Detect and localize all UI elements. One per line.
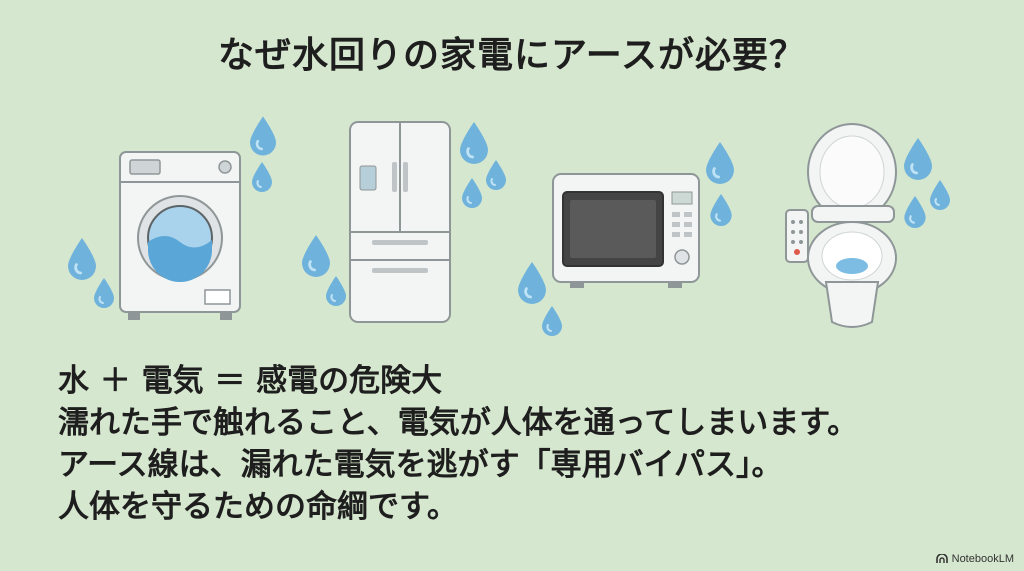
notebooklm-logo-icon <box>935 554 948 563</box>
explanation-line-3: 人体を守るための命綱です。 <box>58 489 458 525</box>
page-title: なぜ水回りの家電にアースが必要？ <box>217 35 807 76</box>
toilet-icon <box>785 123 897 328</box>
explanation-line-1: 濡れた手で触れること、電気が人体を通ってしまいます。 <box>58 405 859 441</box>
watermark-label: NotebookLM <box>951 553 1014 565</box>
refrigerator-icon <box>349 121 451 323</box>
equation-heading: 水 ＋ 電気 ＝ 感電の危険大 <box>58 363 443 399</box>
microwave-icon <box>552 173 700 288</box>
appliance-illustrations <box>68 116 950 336</box>
explanation-line-2: アース線は、漏れた電気を逃がす「専用バイパス」。 <box>58 447 783 483</box>
notebooklm-watermark: NotebookLM <box>935 553 1014 565</box>
explanation-text: 水 ＋ 電気 ＝ 感電の危険大 濡れた手で触れること、電気が人体を通ってしまいま… <box>58 360 858 528</box>
washing-machine-icon <box>119 151 241 320</box>
